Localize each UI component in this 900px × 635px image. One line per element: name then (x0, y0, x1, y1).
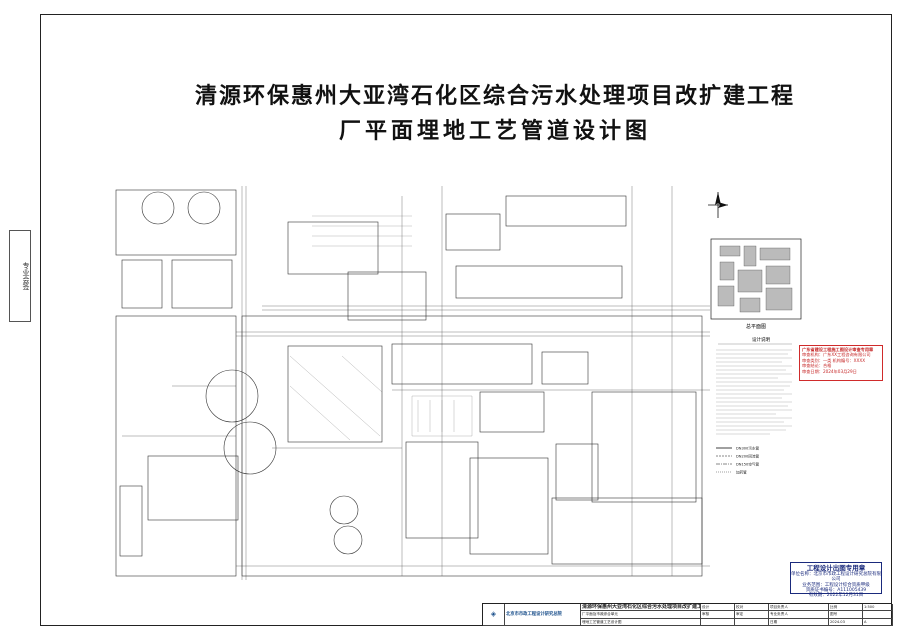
design-notes: 设计说明 DN300污水管 DN200回流管 DN150空气管 加药管 (716, 336, 792, 475)
plant-plan-drawing (115, 186, 710, 580)
design-seal-line: 资质证书编号：A111005439 (805, 587, 867, 593)
design-seal-line: 有效期：2022年12月31日 (808, 593, 864, 599)
review-stamp-title: 广东省建设工程施工图设计审查专用章 (802, 347, 874, 352)
design-org: 北京市市政工程设计研究总院 (505, 604, 581, 626)
tb-cell: 专业负责人 (769, 611, 829, 619)
review-stamp-line: 审查类别：一类 机构编号：XXXX (802, 357, 866, 363)
tb-cell (863, 611, 893, 619)
legend-label: DN150空气管 (736, 462, 760, 467)
project-name: 清源环保惠州大亚湾石化区综合污水处理项目改扩建工程 (581, 604, 701, 612)
building (479, 391, 545, 433)
legend-label: DN200回流管 (736, 454, 760, 459)
building (541, 351, 589, 385)
tb-cell: 图号 (829, 611, 863, 619)
building (287, 221, 379, 275)
tank-circle (329, 495, 359, 525)
building (287, 345, 383, 443)
tb-cell: 1:500 (863, 604, 893, 612)
design-seal-line: 单位名称：北京市市政工程设计研究总院有限公司 (791, 572, 881, 583)
tb-cell: 2024.03 (829, 618, 863, 626)
filter-units (411, 395, 473, 437)
design-seal-line: 业务范围：工程设计综合资质甲级 (802, 582, 870, 588)
building (347, 271, 427, 321)
tb-cell: 校对 (735, 604, 769, 612)
building (555, 443, 599, 501)
tb-cell: 日期 (769, 618, 829, 626)
legend-label: 加药管 (736, 470, 747, 475)
inset-map-label: 总平面图 (746, 323, 766, 330)
tb-cell: 项目负责人 (769, 604, 829, 612)
block (119, 485, 143, 557)
clarifier-circle (205, 369, 259, 423)
tb-cell: 审核 (701, 611, 735, 619)
tb-cell: 设计 (701, 604, 735, 612)
notes-heading: 设计说明 (752, 336, 770, 343)
block (147, 455, 239, 521)
legend-label: DN300污水管 (736, 446, 760, 451)
block-left-top (115, 189, 237, 256)
title-block: ◈ 北京市市政工程设计研究总院 清源环保惠州大亚湾石化区综合污水处理项目改扩建工… (482, 603, 893, 626)
building (591, 391, 697, 503)
sheet-border (40, 14, 892, 626)
north-arrow-icon (708, 192, 728, 218)
tank-circle (333, 525, 363, 555)
hatching (312, 215, 412, 247)
tb-cell (701, 618, 735, 626)
sub-title-1: 厂平面及市政综合单元 (581, 611, 701, 619)
building (455, 265, 623, 299)
countersign-tag: 专业会签 (9, 230, 31, 322)
building (445, 213, 501, 251)
clarifier-circle (223, 421, 277, 475)
block (121, 259, 163, 309)
tb-cell: A (863, 618, 893, 626)
tb-cell (735, 618, 769, 626)
review-stamp-line: 审查日期：2024年03月29日 (802, 368, 857, 374)
company-logo-icon: ◈ (483, 604, 505, 626)
building (391, 343, 533, 385)
building (469, 457, 549, 555)
block (171, 259, 233, 309)
tank-circle (187, 191, 221, 225)
tb-cell: 审定 (735, 611, 769, 619)
sub-title-2: 埋地工艺管道工艺设计图 (581, 618, 701, 626)
site-inset-map: 总平面图 (710, 238, 802, 330)
tb-cell: 比例 (829, 604, 863, 612)
site-boundary (241, 315, 703, 577)
building (505, 195, 627, 227)
building (551, 497, 703, 565)
design-seal: 工程设计出图专用章 单位名称：北京市市政工程设计研究总院有限公司 业务范围：工程… (790, 562, 882, 598)
drawing-title: 清源环保惠州大亚湾石化区综合污水处理项目改扩建工程 (194, 83, 795, 109)
review-stamp-line: 审查结论：合格 (802, 363, 832, 369)
block-left-main (115, 315, 237, 577)
hatching (289, 355, 383, 441)
drawing-subtitle: 厂平面埋地工艺管道设计图 (338, 118, 651, 144)
review-stamp: 广东省建设工程施工图设计审查专用章 审查机构：广东XX工程咨询有限公司 审查类别… (799, 345, 883, 381)
review-stamp-line: 审查机构：广东XX工程咨询有限公司 (802, 352, 871, 358)
tank-circle (141, 191, 175, 225)
design-seal-title: 工程设计出图专用章 (806, 564, 866, 572)
